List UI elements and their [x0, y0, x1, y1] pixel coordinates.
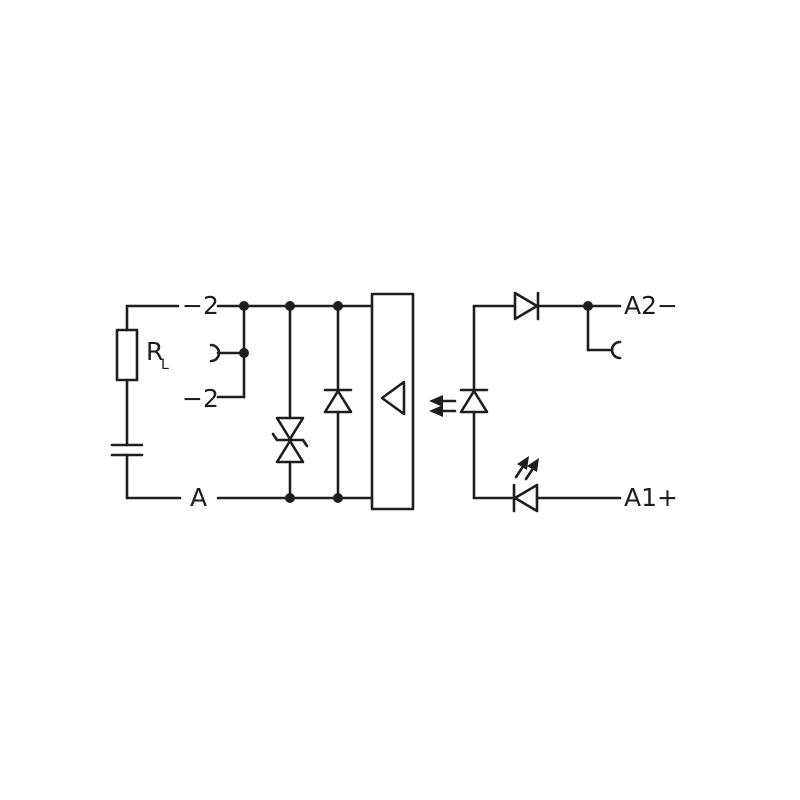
terminal-minus2-bottom-label: −2: [182, 384, 219, 413]
socket-left-icon: [209, 343, 221, 363]
led-light-arrow-2-line: [524, 468, 534, 481]
terminal-a2-minus-label: A2−: [624, 291, 678, 320]
junction-bottom-338: [333, 493, 343, 503]
switching-element: [370, 292, 415, 511]
freewheel-diode-branch: [323, 301, 353, 503]
terminal-a1-plus-label: A1+: [624, 483, 678, 512]
protection-diode-icon: [513, 291, 540, 321]
resistor-label: R: [146, 337, 163, 366]
switching-element-box: [370, 292, 415, 511]
socket-right-icon: [610, 340, 622, 360]
terminal-a-label: A: [190, 483, 207, 512]
junction-bottom-290: [285, 493, 295, 503]
optocoupler-arrows: [429, 395, 457, 417]
triangle-icon: [380, 380, 406, 416]
output-wiring: [209, 301, 374, 500]
junction-socket-244: [239, 348, 249, 358]
led-light-arrow-1-line: [514, 466, 524, 479]
tvs-diode-icon: [271, 416, 309, 464]
junction-top-290: [285, 301, 295, 311]
led-light-arrow-1-icon: [517, 456, 529, 470]
light-arrow-lower-icon: [429, 405, 443, 417]
led-icon: [512, 483, 539, 513]
load-resistor: [115, 328, 139, 382]
resistor-label-subscript: L: [161, 357, 169, 373]
freewheel-diode-icon: [323, 388, 353, 414]
light-arrow-upper-icon: [429, 395, 443, 407]
junction-top-244: [239, 301, 249, 311]
photodiode-icon: [459, 388, 489, 414]
load-circuit: R L: [110, 304, 182, 500]
junction-top-338: [333, 301, 343, 311]
input-wiring: [459, 291, 622, 513]
terminal-minus2-top-label: −2: [182, 291, 219, 320]
tvs-diode-branch: [271, 301, 309, 503]
led-light-arrow-2-icon: [527, 458, 539, 472]
